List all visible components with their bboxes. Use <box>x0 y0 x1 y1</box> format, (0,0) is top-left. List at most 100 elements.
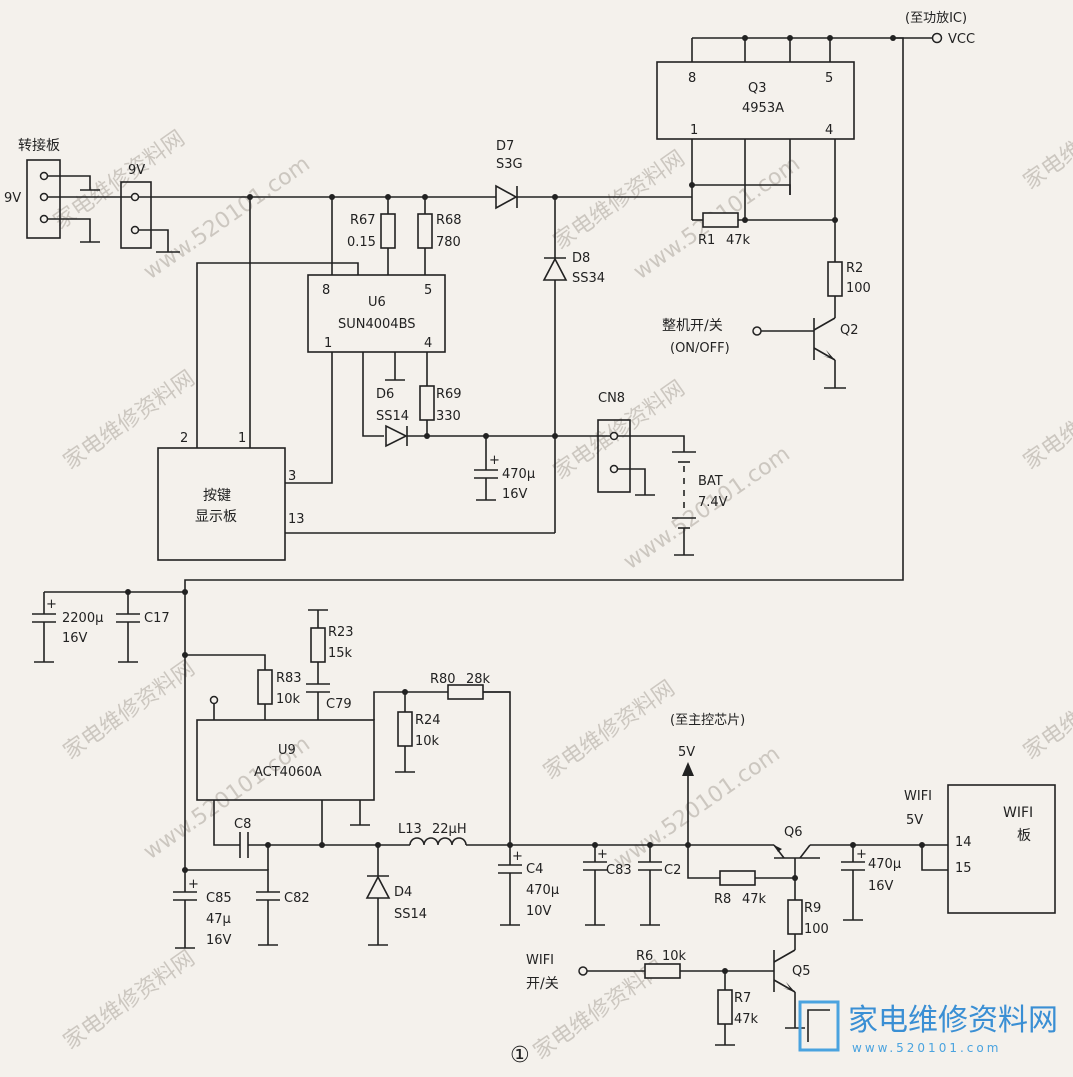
svg-text:5V: 5V <box>906 813 923 828</box>
svg-text:13: 13 <box>288 512 305 527</box>
svg-text:470μ: 470μ <box>526 883 559 898</box>
svg-text:100: 100 <box>846 281 871 296</box>
d6-diode: D6 SS14 <box>376 387 409 448</box>
svg-text:R2: R2 <box>846 261 863 276</box>
svg-text:10V: 10V <box>526 904 552 919</box>
r83-resistor <box>257 669 273 705</box>
q5-transistor: Q5 <box>773 949 811 1029</box>
svg-text:100: 100 <box>804 922 829 937</box>
svg-text:+: + <box>597 847 608 862</box>
svg-text:+: + <box>188 877 199 892</box>
svg-text:C83: C83 <box>606 863 632 878</box>
svg-text:2200μ: 2200μ <box>62 611 103 626</box>
svg-text:家电维修资料网: 家电维修资料网 <box>848 1003 1058 1038</box>
svg-text:3: 3 <box>288 469 296 484</box>
svg-text:D6: D6 <box>376 387 394 402</box>
svg-text:C85: C85 <box>206 891 232 906</box>
r69-resistor <box>419 385 435 421</box>
svg-text:470μ: 470μ <box>868 857 901 872</box>
d8-diode: D8 SS34 <box>542 251 605 286</box>
watermark-url: www.520101.com <box>609 741 785 874</box>
r6-resistor <box>644 963 681 979</box>
r7-resistor <box>717 989 733 1025</box>
svg-text:15: 15 <box>955 861 972 876</box>
r68-resistor <box>417 213 433 249</box>
svg-text:R8: R8 <box>714 892 731 907</box>
svg-text:C4: C4 <box>526 862 543 877</box>
svg-text:+: + <box>856 847 867 862</box>
svg-text:开/关: 开/关 <box>526 976 559 992</box>
l13-inductor: L13 22μH <box>398 822 467 846</box>
svg-text:22μH: 22μH <box>432 822 467 837</box>
in-9v-label: 9V <box>4 191 21 206</box>
svg-text:R24: R24 <box>415 713 441 728</box>
svg-text:R6: R6 <box>636 949 653 964</box>
svg-text:R83: R83 <box>276 671 302 686</box>
r80-resistor <box>447 684 484 700</box>
svg-text:10k: 10k <box>415 734 440 749</box>
svg-text:板: 板 <box>1017 828 1031 844</box>
svg-text:CN8: CN8 <box>598 391 625 406</box>
to-amp-label: (至功放IC) <box>905 11 967 26</box>
svg-text:R67: R67 <box>350 213 376 228</box>
watermark-text: 家电维修资料网 <box>1019 366 1073 475</box>
svg-text:C79: C79 <box>326 697 352 712</box>
svg-text:8: 8 <box>688 71 696 86</box>
r23-resistor <box>310 627 326 663</box>
svg-text:16V: 16V <box>62 631 88 646</box>
svg-text:+: + <box>489 453 500 468</box>
svg-text:S3G: S3G <box>496 157 523 172</box>
watermark-text: 家电维修资料网 <box>59 946 200 1055</box>
svg-text:R68: R68 <box>436 213 462 228</box>
svg-text:7.4V: 7.4V <box>698 495 728 510</box>
svg-text:SUN4004BS: SUN4004BS <box>338 317 416 332</box>
svg-text:1: 1 <box>324 336 332 351</box>
svg-text:WIFI: WIFI <box>904 789 932 804</box>
svg-text:按键: 按键 <box>203 488 231 504</box>
svg-text:470μ: 470μ <box>502 467 535 482</box>
r8-resistor <box>719 870 756 886</box>
svg-text:R69: R69 <box>436 387 462 402</box>
svg-text:15k: 15k <box>328 646 353 661</box>
svg-text:R1: R1 <box>698 233 715 248</box>
svg-text:R7: R7 <box>734 991 751 1006</box>
r2-resistor <box>827 261 843 297</box>
conn-9v-label: 9V <box>128 163 145 178</box>
svg-text:2: 2 <box>180 431 188 446</box>
r67-resistor <box>380 213 396 249</box>
d7-diode: D7 S3G <box>495 139 523 210</box>
adapter-board: 转接板 9V <box>4 137 100 243</box>
watermark: 家电维修资料网 www.520101.com 家电维修资料网 www.52010… <box>49 86 1073 1065</box>
svg-text:8: 8 <box>322 283 330 298</box>
svg-text:28k: 28k <box>466 672 491 687</box>
q2-transistor: Q2 <box>813 317 859 389</box>
svg-text:4: 4 <box>424 336 432 351</box>
u9-chip: U9 ACT4060A <box>196 719 375 801</box>
svg-text:U9: U9 <box>278 743 296 758</box>
svg-text:显示板: 显示板 <box>195 509 237 525</box>
watermark-text: 家电维修资料网 <box>59 656 200 765</box>
svg-text:5V: 5V <box>678 745 695 760</box>
svg-text:+: + <box>512 849 523 864</box>
figure-label: ① <box>510 1043 530 1068</box>
power-onoff-label: 整机开/关 <box>662 318 723 334</box>
svg-text:47μ: 47μ <box>206 912 231 927</box>
q6-transistor: Q6 <box>773 825 820 878</box>
connector-9v: 9V <box>120 163 180 253</box>
svg-text:www.520101.com: www.520101.com <box>852 1041 1001 1055</box>
svg-text:WIFI: WIFI <box>526 953 554 968</box>
svg-text:R9: R9 <box>804 901 821 916</box>
svg-text:SS14: SS14 <box>394 907 427 922</box>
svg-text:47k: 47k <box>742 892 767 907</box>
svg-text:ACT4060A: ACT4060A <box>254 765 322 780</box>
vcc-terminal <box>931 32 943 44</box>
svg-text:U6: U6 <box>368 295 386 310</box>
svg-text:C8: C8 <box>234 817 251 832</box>
svg-text:5: 5 <box>825 71 833 86</box>
r1-resistor <box>702 212 739 228</box>
vcc-label: VCC <box>948 32 975 47</box>
svg-text:D4: D4 <box>394 885 412 900</box>
watermark-url: www.520101.com <box>139 151 315 284</box>
svg-text:Q5: Q5 <box>792 964 811 979</box>
